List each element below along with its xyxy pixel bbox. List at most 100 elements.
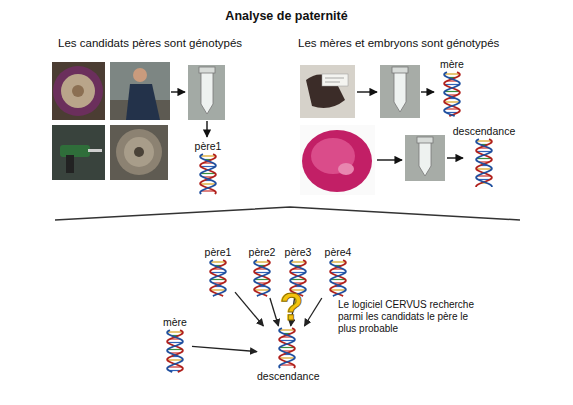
dna-node: mère (158, 316, 192, 374)
dna-strand (254, 260, 270, 296)
process-arrow (421, 91, 434, 92)
dna-rung (254, 261, 270, 262)
photo-frame (380, 65, 420, 118)
dna-strand (200, 154, 216, 194)
question-mark: ? (280, 288, 303, 326)
embryo-highlight (338, 163, 354, 175)
dna-strand (167, 330, 183, 372)
drill-handle (66, 155, 74, 173)
dna-helix (208, 258, 228, 298)
photo-frame (188, 65, 225, 120)
process-arrow (206, 121, 207, 137)
dna-node: descendance (452, 125, 516, 189)
dna-rung (476, 168, 492, 169)
urchin-inside (124, 137, 154, 167)
dna-node: descendance (257, 326, 317, 382)
dna-helix (474, 137, 494, 189)
dna-label: père4 (321, 246, 355, 258)
dna-label: mère (158, 316, 192, 328)
dna-strand (200, 154, 216, 194)
tag-scribble (325, 78, 344, 79)
tag-scribble (325, 82, 340, 83)
dna-rung (200, 183, 216, 184)
dna-rung (210, 261, 226, 262)
dna-strand (444, 72, 460, 116)
dna-strand (210, 260, 226, 296)
dna-strand (254, 260, 270, 296)
urchin-shell (116, 129, 162, 175)
section-heading: Les mères et embryons sont génotypés (298, 37, 499, 51)
connector-arrow (270, 298, 279, 326)
drill-body (60, 145, 90, 157)
photo-frame (52, 62, 105, 120)
dna-label: descendance (452, 125, 516, 137)
dna-rung (254, 289, 270, 290)
dna-strand (476, 139, 492, 187)
dna-strand (167, 330, 183, 372)
dna-label: père1 (201, 246, 235, 258)
dna-node: père1 (190, 140, 226, 196)
dna-strand (279, 328, 295, 368)
dna-node: père1 (201, 246, 235, 298)
dna-helix (442, 70, 462, 118)
tube-cap (392, 67, 408, 73)
dna-rung (167, 331, 183, 332)
person-head (133, 68, 147, 82)
sample-tube (419, 141, 431, 176)
dna-label: père1 (190, 140, 226, 152)
embryo-highlight (311, 138, 355, 174)
dna-rung (279, 329, 295, 330)
photo-frame (52, 125, 105, 180)
separator-line (55, 207, 520, 220)
dna-node: père4 (321, 246, 355, 298)
dna-label: père3 (281, 246, 315, 258)
dna-rung (200, 155, 216, 156)
dna-rung (444, 101, 460, 102)
photo-frame (405, 135, 445, 181)
dna-helix (165, 328, 185, 374)
connector-arrow (304, 298, 321, 326)
dna-strand (330, 260, 346, 296)
urchin-core (134, 147, 144, 157)
dna-rung (290, 261, 306, 262)
connector-arrow (235, 292, 263, 326)
dna-strand (210, 260, 226, 296)
drill-bit (88, 149, 102, 152)
urchin-core (72, 85, 84, 97)
dna-strand (279, 328, 295, 368)
section-heading: Les candidats pères sont génotypés (58, 37, 242, 51)
dna-helix (198, 152, 218, 196)
dna-helix (252, 258, 272, 298)
dna-rung (444, 73, 460, 74)
dna-label: père2 (245, 246, 279, 258)
note-text: Le logiciel CERVUS recherche parmi les c… (338, 299, 478, 335)
dna-rung (330, 289, 346, 290)
tube-cap (199, 67, 215, 73)
dna-rung (167, 359, 183, 360)
diagram-title: Analyse de paternité (0, 9, 573, 24)
process-arrow (171, 91, 185, 92)
process-arrow (357, 91, 377, 92)
dna-node: mère (434, 58, 470, 118)
process-arrow (447, 157, 463, 158)
photo-frame (110, 62, 170, 120)
dna-label: descendance (257, 370, 317, 382)
dna-strand (330, 260, 346, 296)
photo-frame (110, 125, 168, 180)
bag-tag (322, 74, 348, 86)
dna-rung (476, 140, 492, 141)
dna-strand (444, 72, 460, 116)
dna-rung (210, 289, 226, 290)
person-body (126, 84, 160, 120)
dna-label: mère (434, 58, 470, 70)
sample-tube (201, 72, 213, 114)
sample-tube (394, 72, 406, 112)
dna-node: père2 (245, 246, 279, 298)
urchin-shell (53, 66, 103, 116)
photo-frame (300, 125, 375, 195)
dna-rung (330, 261, 346, 262)
tube-cap (417, 137, 433, 143)
dna-helix (328, 258, 348, 298)
